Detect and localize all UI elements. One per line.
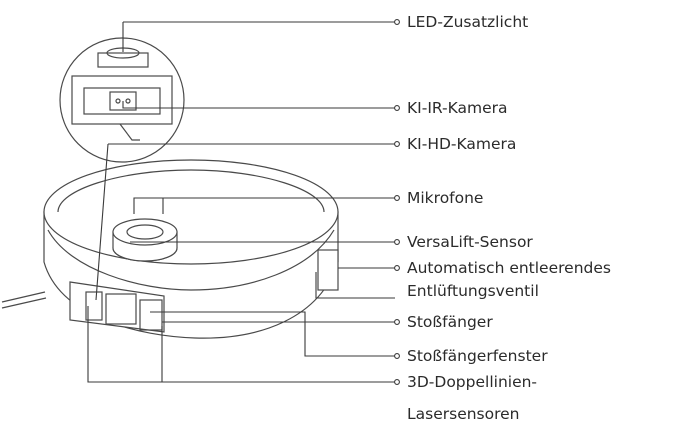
lidar-turret xyxy=(112,218,178,262)
label-vent-line2: Entlüftungsventil xyxy=(407,282,539,300)
front-sensor-window xyxy=(69,281,165,333)
label-led-light: LED-Zusatzlicht xyxy=(407,13,529,31)
label-bumper: Stoßfänger xyxy=(407,313,493,331)
label-versalift-sensor: VersaLift-Sensor xyxy=(407,233,533,251)
zoom-circle xyxy=(59,37,185,163)
label-laser-line1: 3D-Doppellinien- xyxy=(407,373,538,391)
label-vent-line1: Automatisch entleerendes xyxy=(407,259,611,277)
leader-lines xyxy=(87,19,400,385)
label-hd-camera: KI-HD-Kamera xyxy=(407,135,517,153)
label-laser-line2: Lasersensoren xyxy=(407,405,520,423)
label-microphones: Mikrofone xyxy=(407,189,484,207)
label-ir-camera: KI-IR-Kamera xyxy=(407,99,508,117)
side-brush xyxy=(1,291,46,303)
label-bumper-window: Stoßfängerfenster xyxy=(407,347,548,365)
vent-port xyxy=(317,249,339,291)
